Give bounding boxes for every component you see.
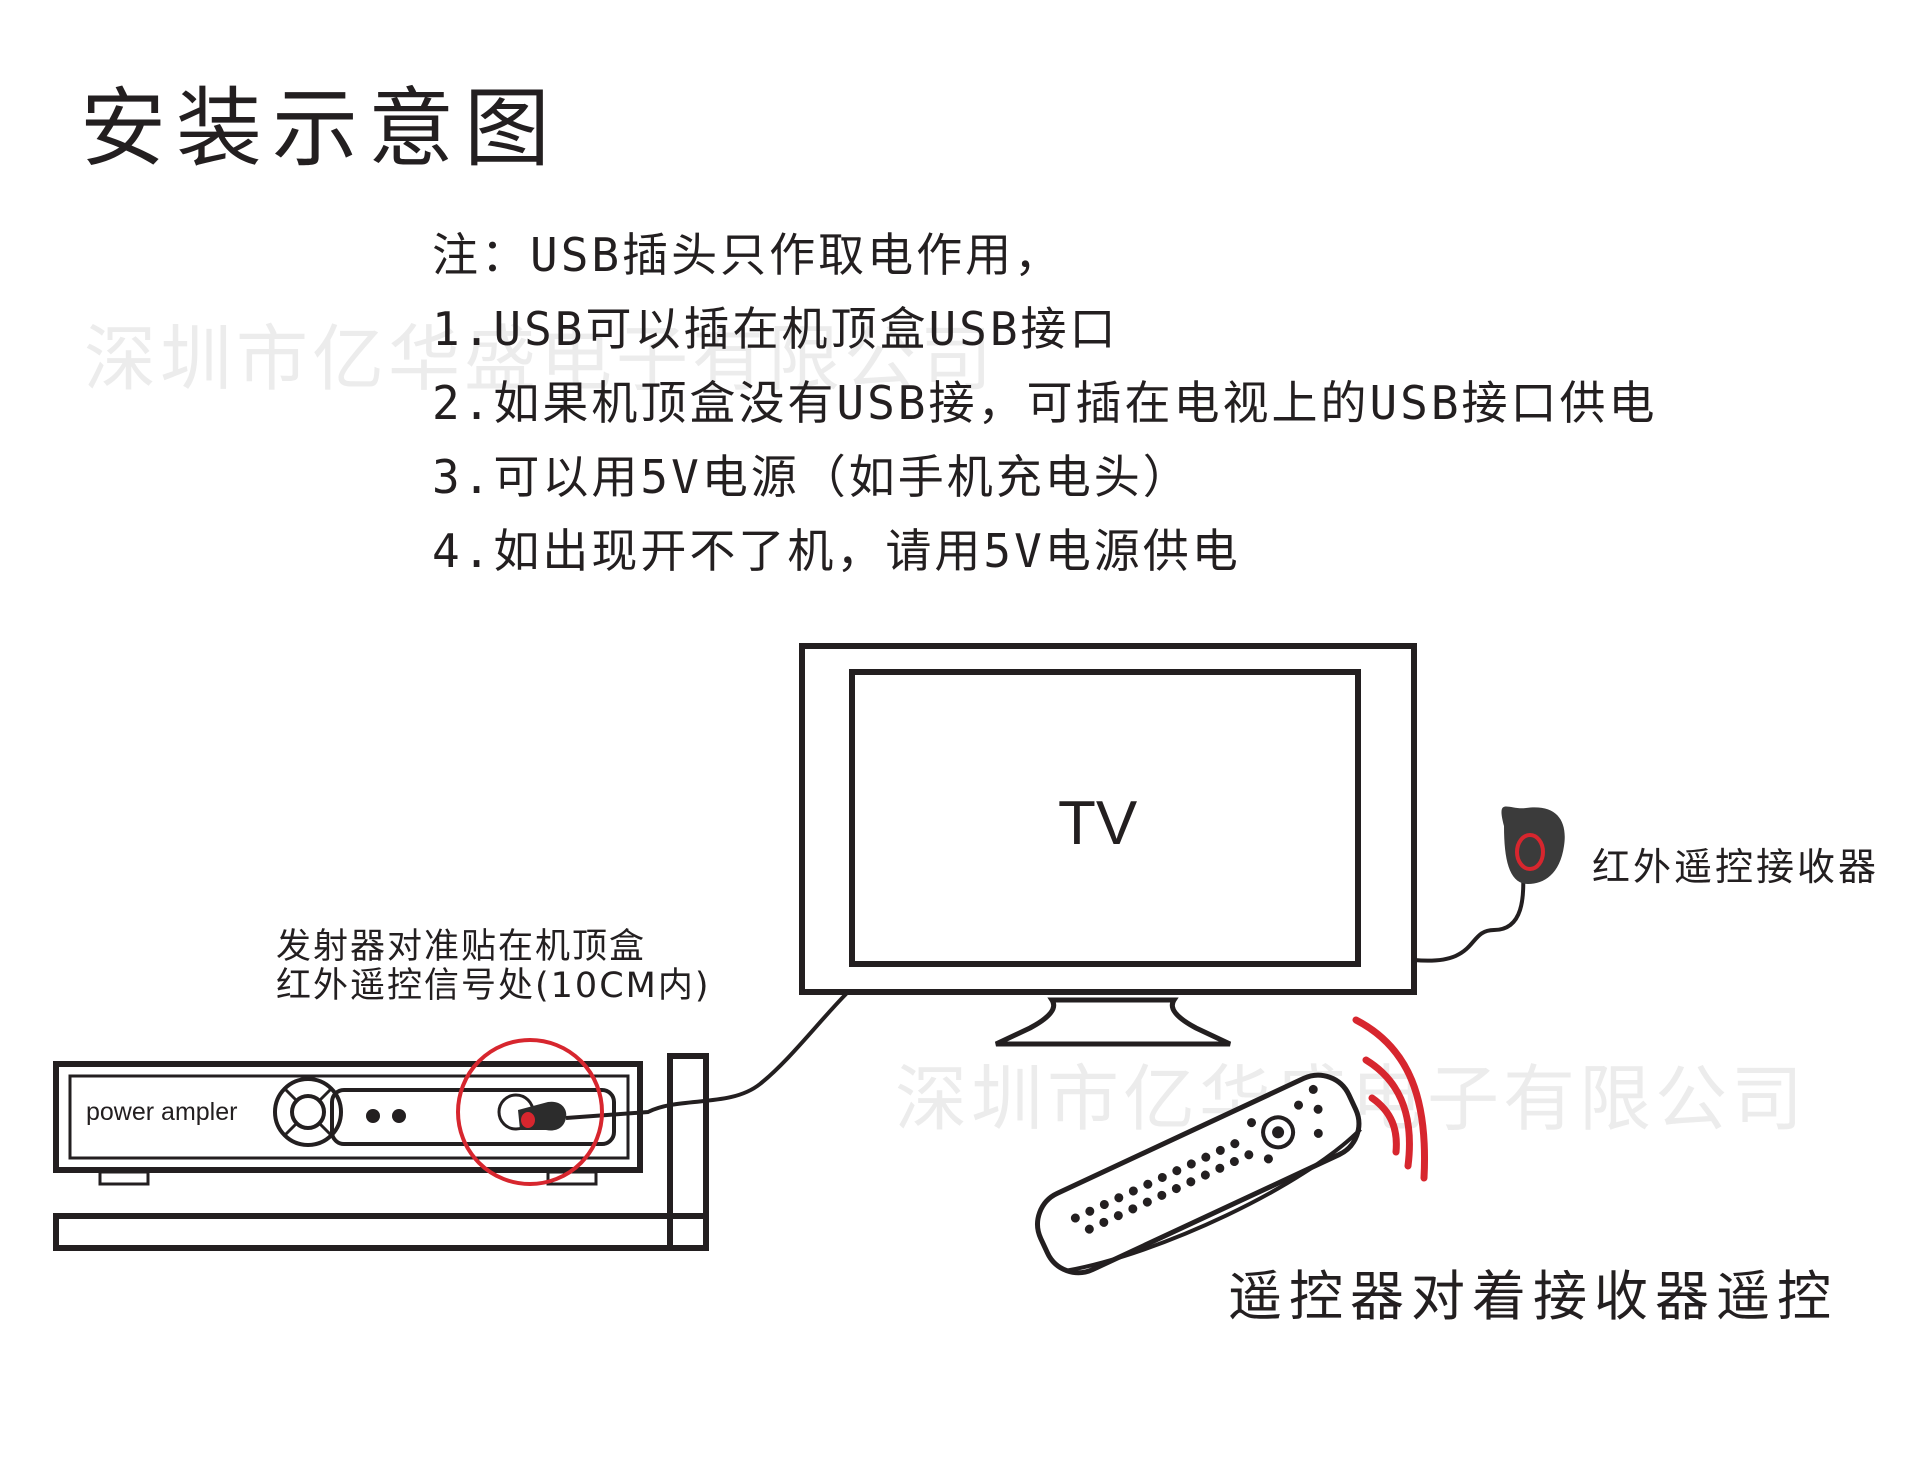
watermark-top: 深圳市亿华盛电子有限公司 xyxy=(84,317,997,401)
emitter-label-line2: 红外遥控信号处(10CM内) xyxy=(276,966,711,1006)
set-top-box-illustration xyxy=(53,1053,709,1251)
note-line: 3.可以用5V电源（如手机充电头） xyxy=(432,450,1192,504)
signal-waves-icon xyxy=(1352,1016,1429,1182)
page-title: 安装示意图 xyxy=(80,79,560,179)
ir-emitter-icon xyxy=(518,1101,567,1131)
note-line: 1.USB可以插在机顶盒USB接口 xyxy=(432,302,1119,356)
emitter-label-line1: 发射器对准贴在机顶盒 xyxy=(276,927,647,967)
remote-caption: 遥控器对着接收器遥控 xyxy=(1228,1265,1838,1328)
remote-control-icon xyxy=(1035,1072,1362,1276)
amplifier-label: power ampler xyxy=(86,1098,238,1126)
receiver-cable xyxy=(1413,859,1526,963)
receiver-label: 红外遥控接收器 xyxy=(1592,845,1880,889)
dpad-icon xyxy=(273,1077,343,1147)
emitter-label: 发射器对准贴在机顶盒 红外遥控信号处(10CM内) xyxy=(276,928,710,1006)
note-line: 2.如果机顶盒没有USB接，可插在电视上的USB接口供电 xyxy=(432,376,1658,430)
notes-block: 注：USB插头只作取电作用， 1.USB可以插在机顶盒USB接口 2.如果机顶盒… xyxy=(432,218,1658,588)
tv-label: TV xyxy=(1058,789,1138,858)
emitter-highlight-ring xyxy=(456,1038,604,1186)
indicator-dot xyxy=(366,1109,380,1123)
tv-illustration xyxy=(799,643,1417,1047)
note-line: 注：USB插头只作取电作用， xyxy=(432,228,1064,282)
note-line: 4.如出现开不了机，请用5V电源供电 xyxy=(432,524,1241,578)
ir-receiver-icon xyxy=(1501,806,1565,884)
emitter-cable xyxy=(565,990,850,1120)
indicator-dot xyxy=(392,1109,406,1123)
